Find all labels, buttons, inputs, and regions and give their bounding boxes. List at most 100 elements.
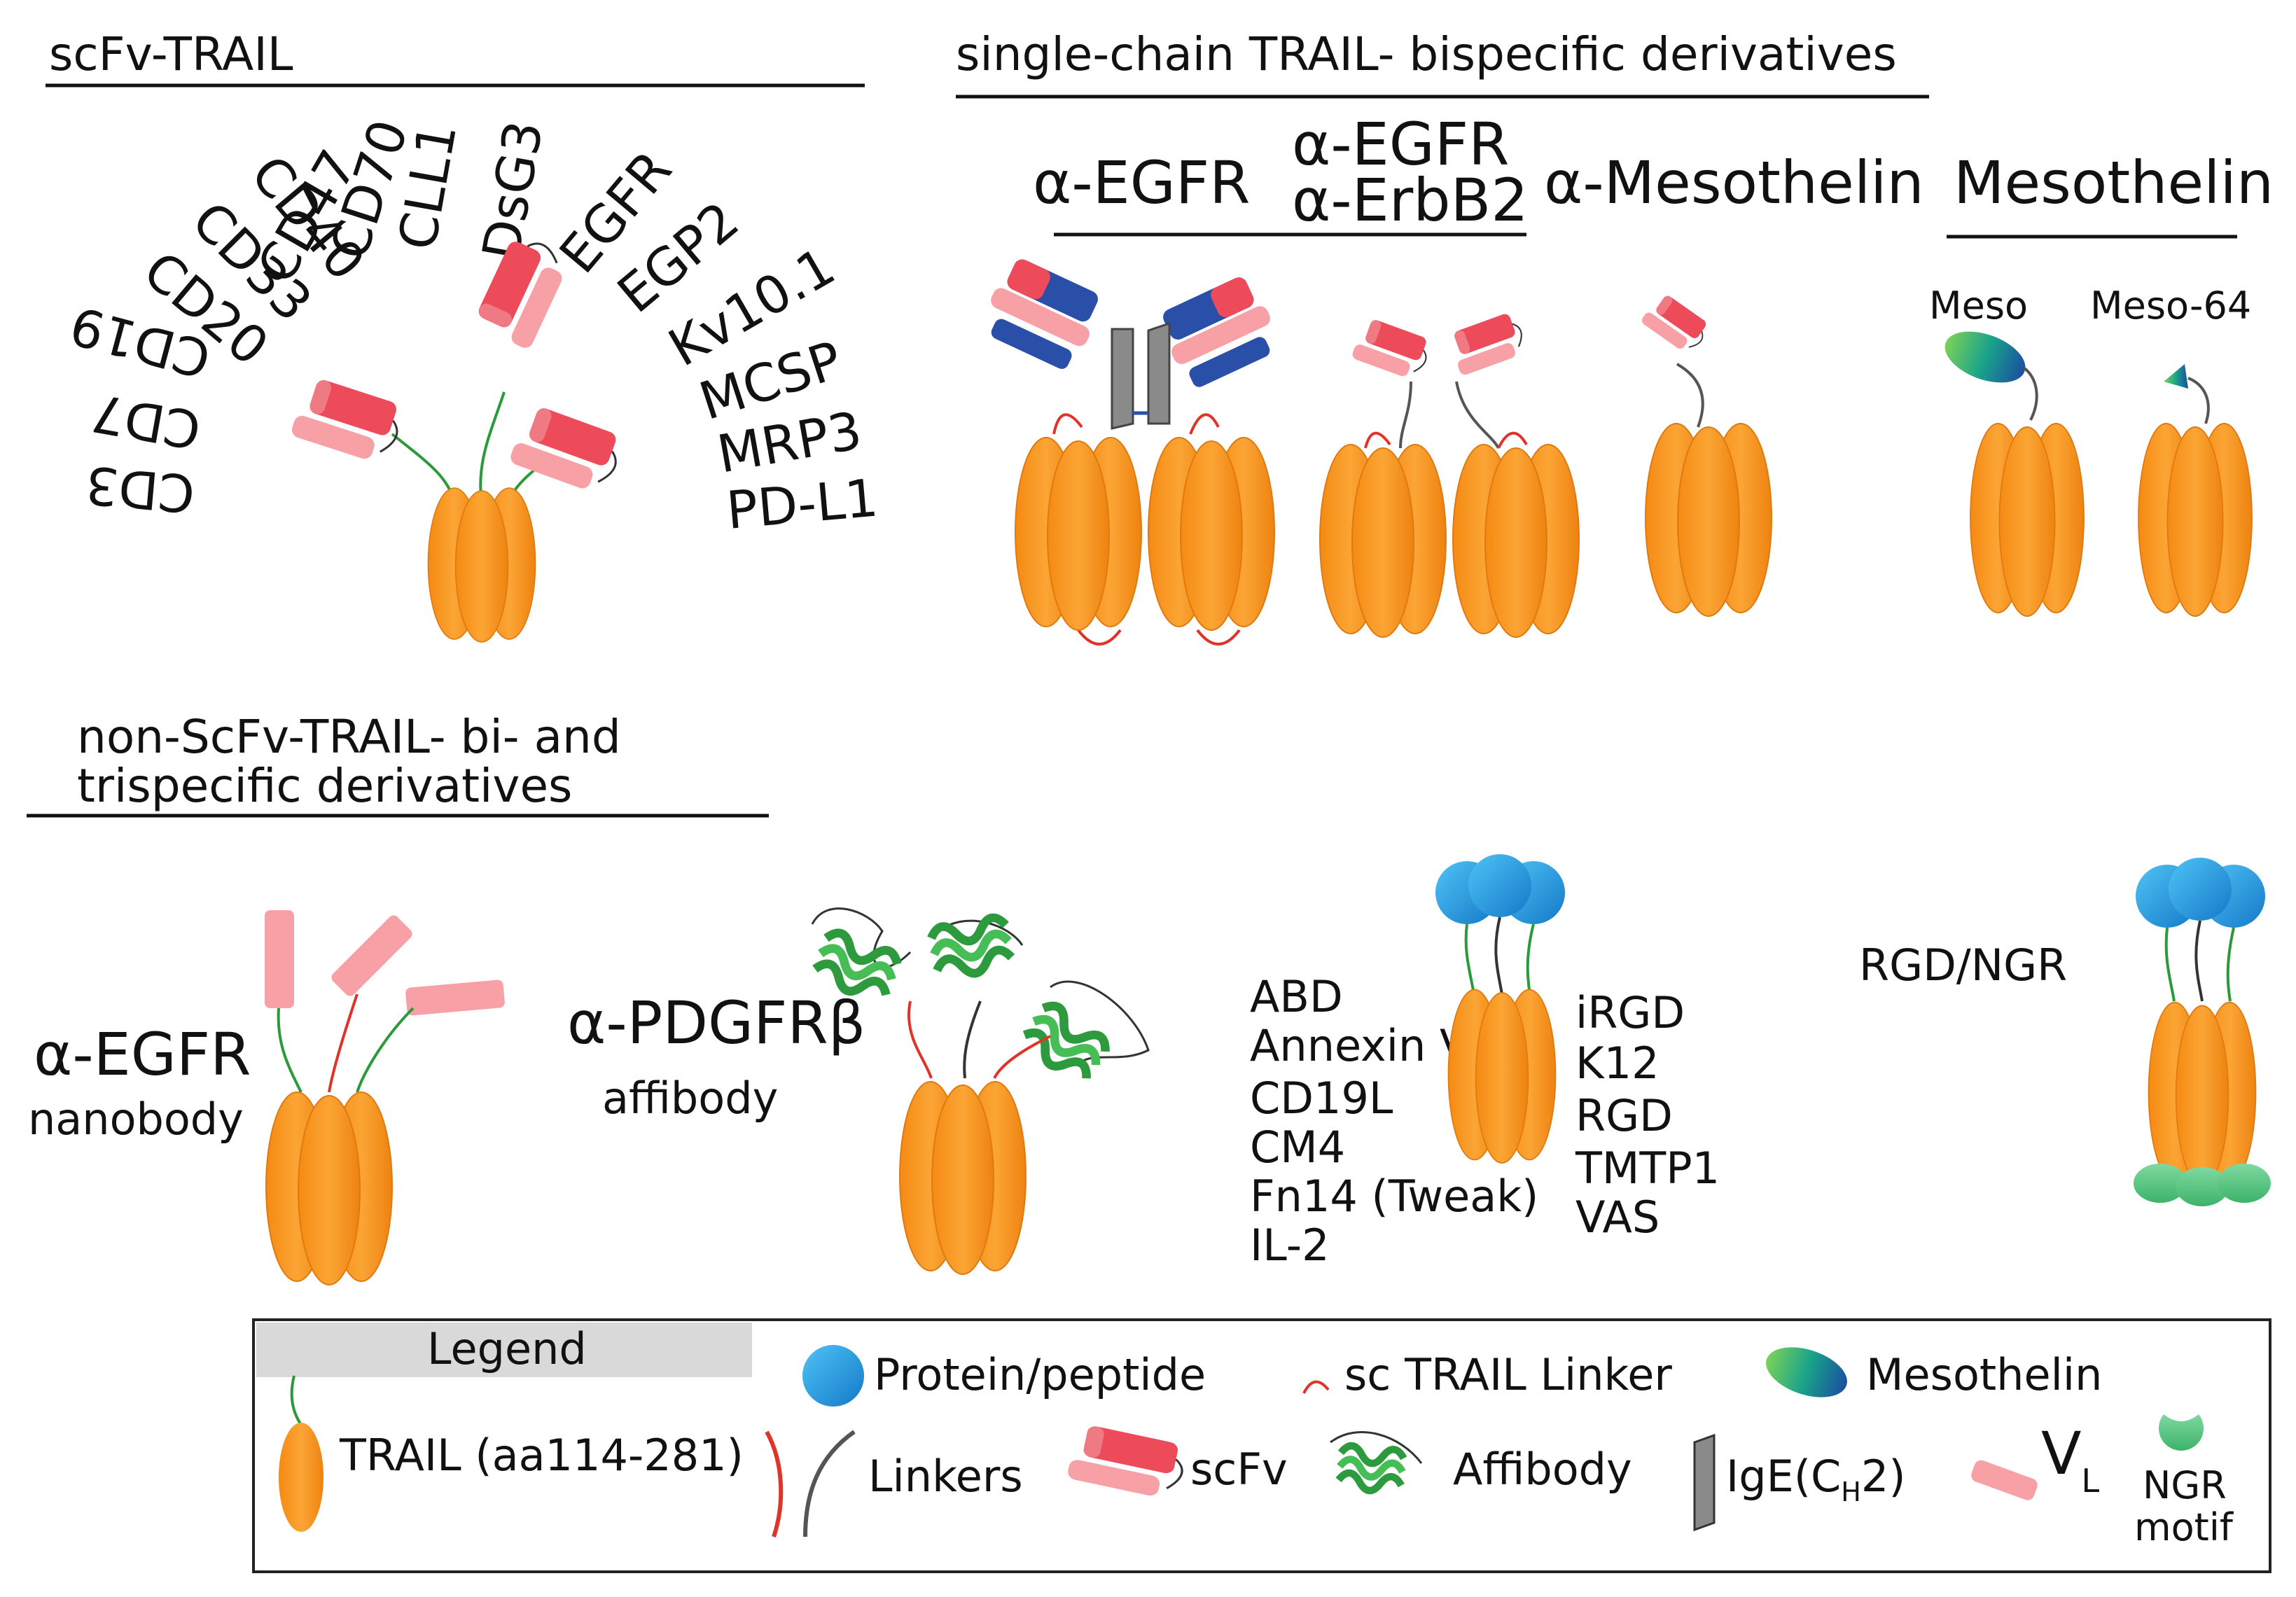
legend-vl-icon: [1971, 1460, 2038, 1500]
affibody-domain: [930, 916, 1013, 979]
trail-trimer: [2138, 423, 2253, 617]
label-alpha-mesothelin: α-Mesothelin: [1544, 148, 1924, 217]
molecule-affibody: [812, 907, 1150, 1275]
trail-trimer: [1015, 437, 1142, 631]
nanobody-domain: [265, 910, 294, 1008]
legend-mesothelin-label: Mesothelin: [1866, 1349, 2102, 1400]
fusion-partner-label: Fn14 (Tweak): [1250, 1171, 1538, 1222]
ige-ch2-domain: [1111, 328, 1134, 430]
protein-peptide: [2169, 858, 2232, 921]
label-egfr-erbb2-line1: α-EGFR: [1292, 110, 1510, 179]
molecule-meso-64: [2138, 364, 2253, 617]
legend-ngr-label-line2: motif: [2134, 1505, 2234, 1549]
legend-ngr-icon: [2159, 1414, 2204, 1451]
rgd-ngr-group: RGD/NGR: [1859, 858, 2271, 1206]
legend-title-bar: [256, 1323, 752, 1377]
molecule-alpha-mesothelin: [1639, 290, 1772, 617]
fusion-partner-label: K12: [1575, 1038, 1660, 1089]
section-non-scfv: non-ScFv-TRAIL- bi- and trispecific deri…: [27, 710, 769, 818]
linker: [1494, 916, 1503, 995]
nanobody-domain: [405, 979, 505, 1016]
sc-linker: [1364, 431, 1391, 449]
sc-linker: [1189, 413, 1220, 435]
trail-trimer: [1319, 444, 1447, 638]
label-rgd-ngr: RGD/NGR: [1859, 940, 2067, 991]
affibody-domain: [1019, 1000, 1111, 1086]
fusion-partner-label: VAS: [1575, 1192, 1660, 1243]
scfv-domain: [507, 401, 627, 498]
legend-trail-label: TRAIL (aa114-281): [339, 1430, 744, 1481]
molecule-protein-fusion: [1435, 854, 1565, 1164]
trail-trimer: [2148, 1001, 2257, 1186]
legend-affibody-linker: [1330, 1431, 1423, 1464]
ngr-motif: [2134, 1164, 2187, 1203]
legend-ige-label: IgE(CH2): [1726, 1451, 1906, 1507]
ngr-motif: [2218, 1164, 2271, 1203]
section-scfv-trail: scFv-TRAIL: [46, 27, 865, 88]
vh-domain: [991, 319, 1072, 369]
fusion-partner-label: RGD: [1575, 1090, 1673, 1141]
fusion-partner-label: Annexin V: [1250, 1020, 1469, 1071]
legend-linkers-label: Linkers: [868, 1451, 1023, 1502]
vh-domain: [1007, 259, 1050, 300]
linker: [2187, 377, 2210, 424]
trail-trimer: [427, 487, 536, 643]
fusion-partner-label: ABD: [1250, 971, 1343, 1022]
scfv-domain: [288, 374, 408, 468]
trail-trimer: [1970, 423, 2085, 617]
label-nanobody-line2: nanobody: [28, 1094, 244, 1145]
linker: [1676, 363, 1704, 428]
molecule-alpha-egfr-erbb2: [1319, 309, 1580, 638]
sc-linker: [1497, 431, 1528, 449]
mesothelin-domain: [1944, 331, 2026, 383]
molecule-alpha-egfr-ige: [991, 259, 1275, 646]
fusion-partner-label: TMTP1: [1575, 1143, 1720, 1194]
scfv-target-labels: CD3 CD7 CD19 CD20 CD33 CD40 CD47 CD70 CL…: [64, 113, 880, 541]
label-meso-64: Meso-64: [2090, 284, 2251, 328]
linker: [2194, 920, 2204, 1002]
section-single-chain: single-chain TRAIL- bispecific derivativ…: [956, 27, 1929, 99]
scfv-domain: [1445, 309, 1529, 377]
legend-title: Legend: [427, 1323, 587, 1374]
linker: [963, 1000, 982, 1079]
molecule-nanobody: [265, 910, 505, 1285]
trail-trimer: [1447, 989, 1557, 1164]
scfv-trail-molecule: [288, 230, 627, 643]
linker: [907, 1000, 933, 1079]
legend-scfv-label: scFv: [1190, 1444, 1288, 1495]
label-affibody-line2: affibody: [602, 1073, 778, 1124]
ngr-motif: [2176, 1167, 2229, 1206]
legend-sc-linker-label: sc TRAIL Linker: [1344, 1349, 1672, 1400]
linker: [993, 1035, 1051, 1079]
fusion-partners-left: ABD Annexin V CD19L CM4 Fn14 (Tweak) IL-…: [1250, 971, 1538, 1271]
section-title-non-scfv-line1: non-ScFv-TRAIL- bi- and: [77, 710, 621, 764]
linker: [1455, 381, 1500, 449]
legend-linker-red-icon: [765, 1430, 784, 1537]
linker: [1399, 381, 1412, 449]
label-meso: Meso: [1929, 284, 2028, 328]
linker: [356, 1007, 415, 1093]
label-affibody-line1: α-PDGFRβ: [567, 989, 865, 1057]
label-egfr-erbb2-line2: α-ErbB2: [1292, 166, 1529, 235]
legend-vl-label: VL: [2041, 1419, 2099, 1500]
trail-trimer: [1645, 423, 1772, 617]
linker: [1464, 923, 1475, 995]
fusion-partner-label: CM4: [1250, 1122, 1345, 1173]
affibody-labels: α-PDGFRβ affibody: [567, 989, 865, 1124]
fusion-partner-label: IL-2: [1250, 1220, 1330, 1271]
legend-affibody-label: Affibody: [1453, 1444, 1632, 1495]
scfv-domain: [1639, 290, 1713, 358]
trail-trimer: [899, 1081, 1027, 1275]
vh-domain: [1211, 277, 1254, 318]
legend-sc-linker-icon: [1302, 1380, 1330, 1394]
sc-linker: [1052, 413, 1083, 435]
meso-64-fragment: [2164, 364, 2188, 389]
vl-domain: [991, 288, 1090, 347]
legend: Legend TRAIL (aa114-281) Protein/peptide…: [252, 1318, 2271, 1573]
target-label: CD7: [88, 382, 205, 460]
label-egfr: α-EGFR: [1033, 148, 1251, 217]
sc-linker: [1196, 629, 1241, 646]
legend-trail-linker: [290, 1375, 302, 1426]
protein-peptide: [1468, 854, 1531, 917]
